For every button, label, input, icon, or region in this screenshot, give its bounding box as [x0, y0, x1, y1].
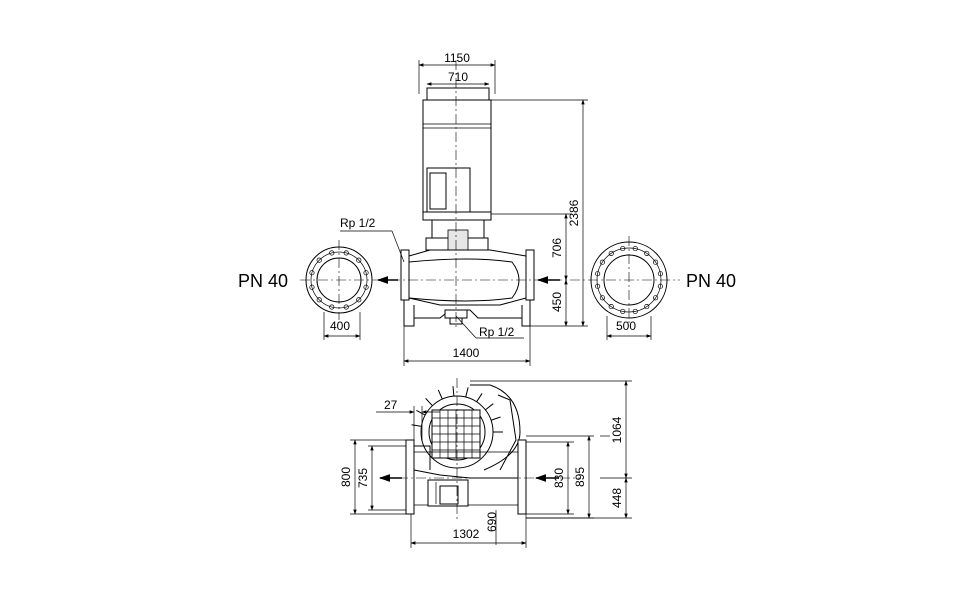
motor-elevation [422, 87, 492, 251]
bolt-hole [608, 250, 614, 256]
dim-710: 710 [448, 70, 468, 84]
dim-690: 690 [485, 512, 499, 532]
dim-450: 450 [550, 292, 564, 312]
bolt-hole [595, 271, 601, 277]
dim-1064: 1064 [610, 416, 624, 443]
bolt-hole [329, 250, 335, 256]
pump-plan-view [405, 384, 527, 515]
bolt-hole [309, 270, 315, 276]
bolt-hole [657, 271, 663, 277]
dim-830: 830 [552, 468, 566, 488]
label-rp-top: Rp 1/2 [340, 216, 376, 230]
fan-rib [490, 416, 501, 421]
bolt-hole [356, 257, 362, 263]
label-pn-right: PN 40 [686, 271, 736, 291]
dim-448: 448 [610, 488, 624, 508]
bolt-hole [309, 284, 315, 290]
dim-735: 735 [356, 468, 370, 488]
bolt-hole [599, 259, 605, 265]
bolt-hole [329, 304, 335, 310]
dim-500: 500 [616, 319, 636, 333]
fan-rib [425, 398, 433, 407]
bolt-hole [657, 283, 663, 289]
bolt-hole [316, 257, 322, 263]
fan-rib [452, 386, 455, 397]
dim-27: 27 [384, 398, 398, 412]
dim-1302: 1302 [453, 527, 480, 541]
label-rp-bottom: Rp 1/2 [479, 325, 515, 339]
fan-rib [416, 409, 426, 416]
bolt-hole [363, 270, 369, 276]
flange-right [590, 236, 668, 324]
flange-left [305, 240, 373, 320]
bolt-hole [644, 304, 650, 310]
bolt-hole [644, 250, 650, 256]
dim-706: 706 [550, 238, 564, 258]
bolt-hole [316, 297, 322, 303]
bolt-hole [595, 283, 601, 289]
bolt-hole [343, 304, 349, 310]
dim-400: 400 [330, 319, 350, 333]
fan-rib [476, 393, 483, 403]
bolt-hole [363, 284, 369, 290]
dim-1150: 1150 [444, 51, 470, 65]
bolt-hole [620, 246, 626, 252]
dim-1400: 1400 [453, 346, 480, 360]
fan-rib [411, 424, 422, 427]
dim-895: 895 [573, 467, 587, 487]
bolt-hole [356, 297, 362, 303]
fan-rib [465, 387, 469, 398]
bolt-hole [653, 259, 659, 265]
dim-800: 800 [339, 467, 353, 487]
bolt-hole [608, 304, 614, 310]
bolt-hole [632, 246, 638, 252]
fan-rib [485, 403, 494, 411]
fan-rib [437, 389, 443, 400]
bolt-hole [343, 250, 349, 256]
pump-casing-elevation [400, 249, 535, 327]
label-pn-left: PN 40 [238, 271, 288, 291]
bolt-hole [620, 308, 626, 314]
bolt-hole [632, 308, 638, 314]
bolt-hole [599, 295, 605, 301]
bolt-hole [653, 295, 659, 301]
dim-2386: 2386 [567, 199, 581, 226]
